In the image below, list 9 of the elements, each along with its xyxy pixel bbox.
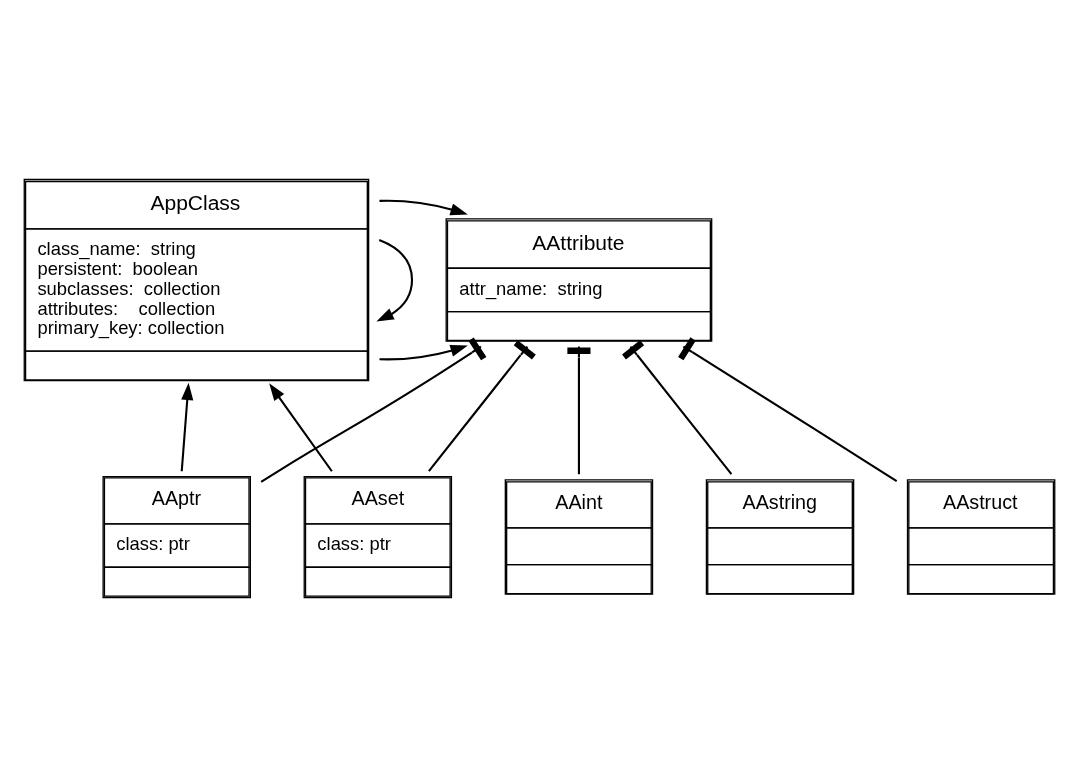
arrow xyxy=(269,383,333,472)
arrow xyxy=(379,344,468,361)
connector xyxy=(678,337,898,483)
connector xyxy=(428,340,536,472)
connector xyxy=(260,337,487,483)
arrow xyxy=(180,382,194,472)
arrow xyxy=(376,239,414,322)
arrow xyxy=(379,199,468,216)
connector xyxy=(622,340,733,475)
